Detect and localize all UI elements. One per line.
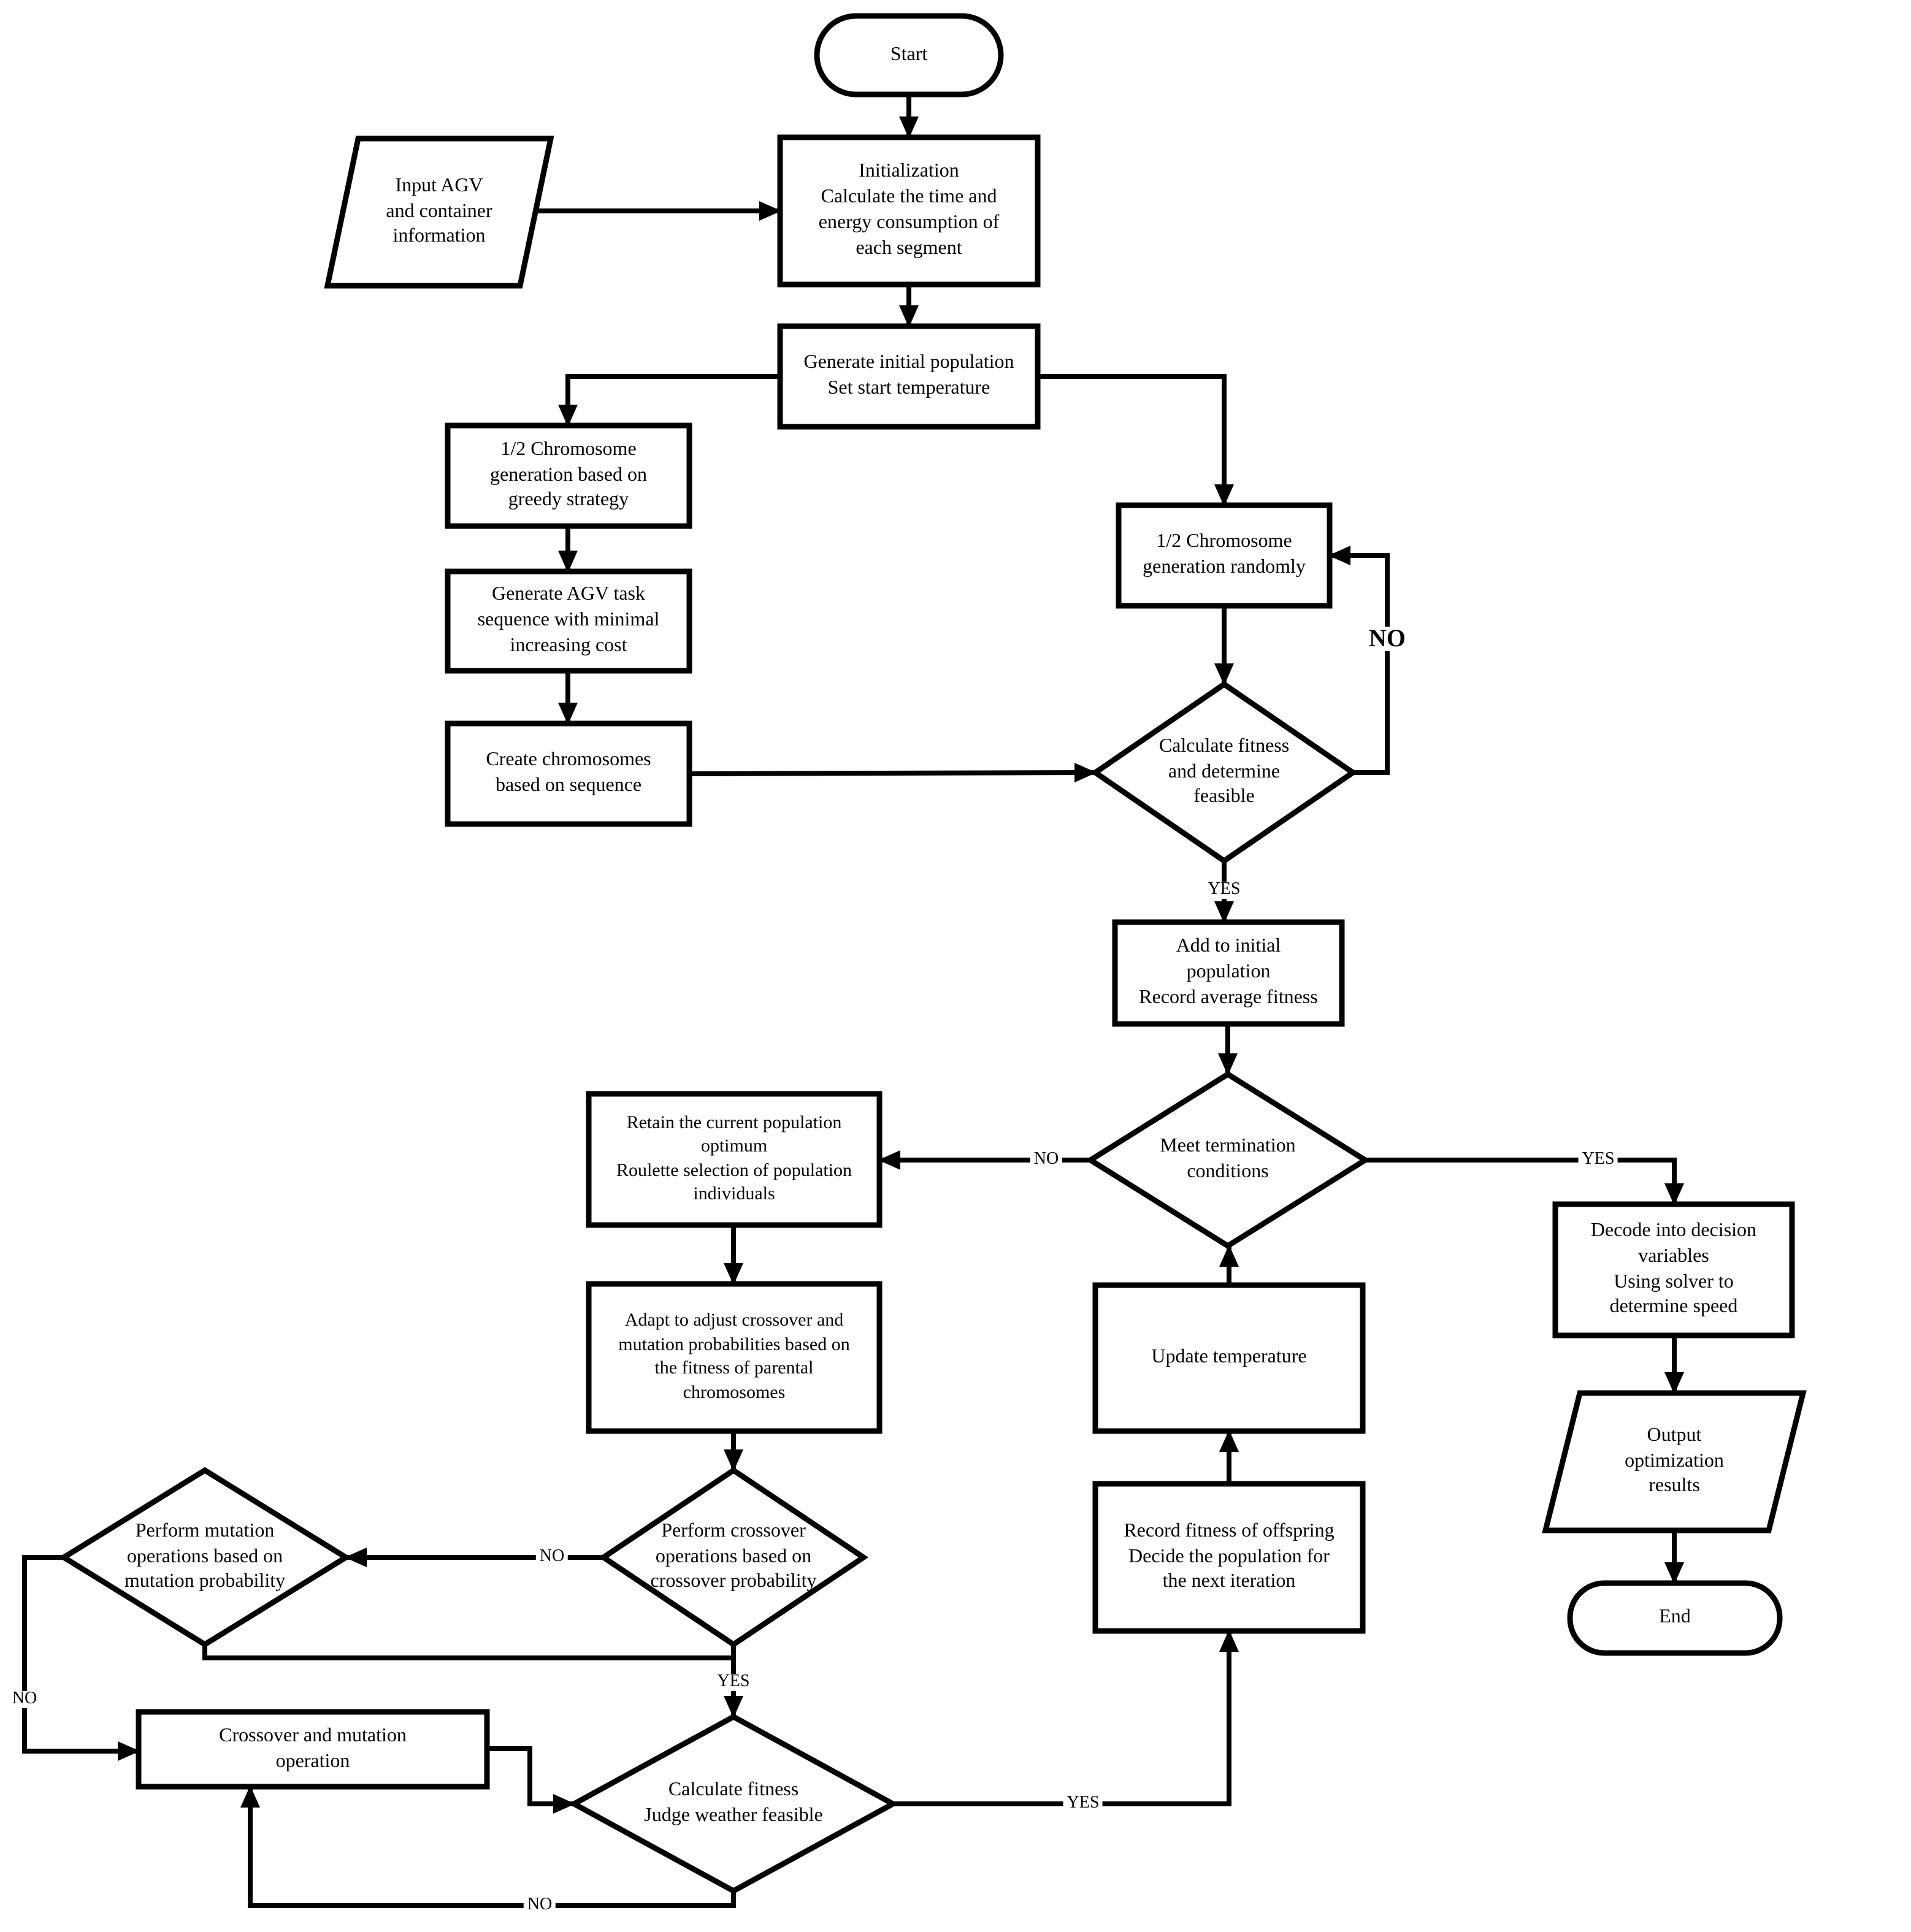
shape-input-io — [324, 136, 554, 289]
node-crossover-mutation-op: Crossover and mutation operation — [219, 1725, 407, 1771]
node-end: End — [1659, 1606, 1691, 1628]
label-fitness-yes: YES — [1204, 881, 1244, 899]
label-mutation-no: NO — [8, 1690, 41, 1708]
node-record-offspring: Record fitness of offspring Decide the p… — [1124, 1520, 1335, 1592]
node-mutation-decision: Perform mutation operations based on mut… — [124, 1520, 286, 1592]
node-create-chromosomes: Create chromosomes based on sequence — [486, 749, 651, 796]
shape-generate-population — [777, 323, 1041, 430]
shape-add-population — [1112, 919, 1345, 1027]
label-fitness-judge-yes: YES — [1063, 1795, 1103, 1812]
edge-termination-yes — [1365, 1158, 1684, 1205]
node-start: Start — [890, 44, 928, 65]
edge-fitness-no-loop — [1328, 546, 1390, 775]
node-retain-roulette: Retain the current population optimum Ro… — [616, 1113, 852, 1204]
edge-genpop-random — [1038, 374, 1234, 506]
label-termination-yes: YES — [1578, 1151, 1618, 1169]
shape-crossover-mutation-op — [136, 1709, 490, 1790]
shape-adapt-probabilities — [586, 1281, 883, 1434]
shape-output-io — [1542, 1390, 1807, 1533]
node-adapt-probabilities: Adapt to adjust crossover and mutation p… — [618, 1311, 850, 1402]
shape-mutation-decision — [58, 1467, 351, 1648]
label-random-loop-no: NO — [1365, 627, 1409, 651]
label-fitness-judge-no: NO — [523, 1896, 556, 1914]
edge-judge-no-loop — [240, 1785, 736, 1908]
node-add-population: Add to initial population Record average… — [1139, 936, 1318, 1008]
node-input-info: Input AGV and container information — [386, 175, 492, 247]
shape-decode-variables — [1552, 1201, 1795, 1338]
shape-start-terminator — [814, 13, 1004, 97]
edge-genpop-greedy — [558, 374, 780, 427]
node-agv-task-sequence: Generate AGV task sequence with minimal … — [477, 584, 660, 656]
node-random-generation: 1/2 Chromosome generation randomly — [1143, 531, 1306, 578]
label-crossover-yes: YES — [713, 1673, 754, 1691]
shape-retain-roulette — [586, 1091, 883, 1228]
node-fitness-judge-decision: Calculate fitness Judge weather feasible — [644, 1779, 823, 1826]
shape-update-temperature — [1092, 1282, 1366, 1434]
edge-judge-yes — [893, 1630, 1239, 1806]
shape-record-offspring — [1092, 1481, 1366, 1634]
label-crossover-no: NO — [535, 1548, 569, 1566]
label-termination-no: NO — [1030, 1151, 1063, 1169]
node-crossover-decision: Perform crossover operations based on cr… — [650, 1520, 817, 1592]
shape-random-generation — [1116, 502, 1333, 609]
shape-crossover-decision — [598, 1467, 869, 1648]
shape-agv-task-sequence — [445, 568, 692, 674]
shape-create-chromosomes — [445, 720, 692, 827]
node-output-results: Output optimization results — [1625, 1424, 1724, 1497]
node-termination-decision: Meet termination conditions — [1160, 1136, 1296, 1182]
edge-create-fitness — [689, 763, 1097, 783]
shape-fitness-decision — [1090, 681, 1358, 865]
node-greedy-generation: 1/2 Chromosome generation based on greed… — [490, 438, 647, 511]
node-fitness-decision: Calculate fitness and determine feasible — [1158, 735, 1290, 808]
edge-mutation-no — [22, 1555, 140, 1761]
shape-fitness-judge-decision — [568, 1713, 899, 1895]
node-initialization: Initialization Calculate the time and en… — [818, 161, 1000, 259]
shape-greedy-generation — [445, 422, 692, 529]
edge-mutation-merge — [202, 1644, 733, 1660]
shape-termination-decision — [1085, 1071, 1371, 1250]
edge-crossop-judge — [487, 1746, 575, 1814]
node-generate-population: Generate initial population Set start te… — [803, 352, 1014, 399]
shape-end-terminator — [1567, 1580, 1783, 1656]
shape-initialization — [777, 134, 1041, 288]
node-update-temperature: Update temperature — [1151, 1346, 1307, 1368]
node-decode-variables: Decode into decision variables Using sol… — [1590, 1220, 1757, 1318]
